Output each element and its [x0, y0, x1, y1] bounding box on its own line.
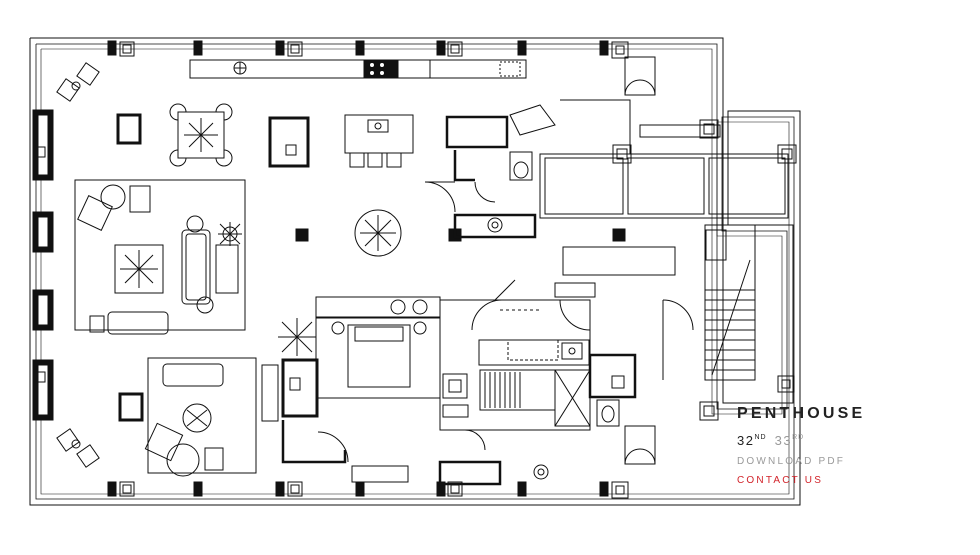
exterior-walls	[29, 37, 801, 506]
bathroom	[438, 279, 637, 486]
unit-info-panel: PENTHOUSE 32ND 33RD DOWNLOAD PDF CONTACT …	[737, 404, 937, 487]
round-table	[354, 209, 402, 257]
kitchen-island	[344, 114, 414, 168]
service-rooms	[539, 99, 789, 276]
floor-number: 32	[737, 433, 755, 448]
powder-room	[424, 104, 556, 239]
download-pdf-link[interactable]: DOWNLOAD PDF	[737, 456, 846, 467]
top-window-piers	[107, 40, 609, 56]
column	[295, 228, 309, 242]
floor-tab-33[interactable]: 33RD	[775, 433, 805, 448]
kitchen-counter	[189, 59, 527, 79]
left-window-piers	[32, 109, 54, 421]
lounge-chairs-top-left	[56, 62, 100, 102]
bottom-window-piers	[107, 481, 609, 497]
unit-title: PENTHOUSE	[737, 405, 866, 422]
column	[612, 228, 626, 242]
lounge-chairs-bottom-left	[56, 428, 100, 468]
floor-suffix: RD	[792, 434, 805, 441]
plant	[218, 222, 242, 246]
stairs	[662, 224, 756, 381]
dresser	[351, 465, 409, 483]
floor-suffix: ND	[754, 434, 767, 441]
armchair	[116, 113, 142, 145]
living-room	[74, 179, 246, 335]
bedroom	[281, 296, 441, 464]
bottom-columns	[119, 481, 629, 499]
floor-tab-32[interactable]: 32ND	[737, 433, 767, 448]
fireplace	[268, 116, 310, 168]
floor-number: 33	[774, 433, 793, 448]
terrace-doors	[612, 56, 797, 465]
floor-selector: 32ND 33RD	[737, 430, 937, 449]
contact-us-link[interactable]: CONTACT US	[737, 475, 824, 486]
second-living-area	[118, 357, 279, 477]
plant-bedroom	[278, 318, 316, 356]
dining-table	[169, 103, 233, 167]
top-columns	[119, 41, 629, 59]
